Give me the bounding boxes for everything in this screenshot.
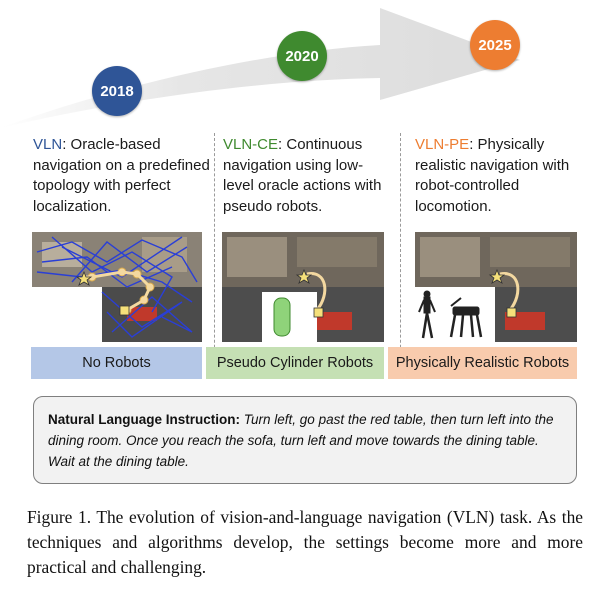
vln-ce-description: VLN-CE: Continuous navigation using low-… <box>223 136 382 215</box>
instruction-text: Turn left, go past the red table, then t… <box>48 412 554 469</box>
figure-caption: Figure 1. The evolution of vision-and-la… <box>27 507 583 577</box>
pseudo-cylinder-robots-label: Pseudo Cylinder Robots <box>206 347 384 379</box>
vln-ce-title: VLN-CE <box>223 136 279 153</box>
vln-pe-title: VLN-PE <box>415 136 470 153</box>
vln-pe-scene <box>415 232 577 342</box>
instruction-label: Natural Language Instruction: <box>48 412 241 427</box>
column-divider <box>214 133 215 378</box>
vln-pe-description: VLN-PE: Physically realistic navigation … <box>415 136 570 215</box>
year-2020-badge: 2020 <box>277 31 327 81</box>
vln-description: VLN: Oracle-based navigation on a predef… <box>33 136 210 215</box>
vln-text: Oracle-based navigation on a predefined … <box>33 136 210 215</box>
year-2025-badge: 2025 <box>470 20 520 70</box>
vln-ce-scene <box>222 232 384 342</box>
vln-title: VLN <box>33 136 63 153</box>
column-divider <box>400 133 401 378</box>
instruction-box: Natural Language Instruction: Turn left,… <box>33 396 577 484</box>
vln-topology-scene <box>32 232 202 342</box>
vln-pe-text: Physically realistic navigation with rob… <box>415 136 570 215</box>
year-2018-badge: 2018 <box>92 66 142 116</box>
vln-ce-text: Continuous navigation using low-level or… <box>223 136 382 215</box>
physically-realistic-robots-label: Physically Realistic Robots <box>388 347 577 379</box>
no-robots-label: No Robots <box>31 347 202 379</box>
